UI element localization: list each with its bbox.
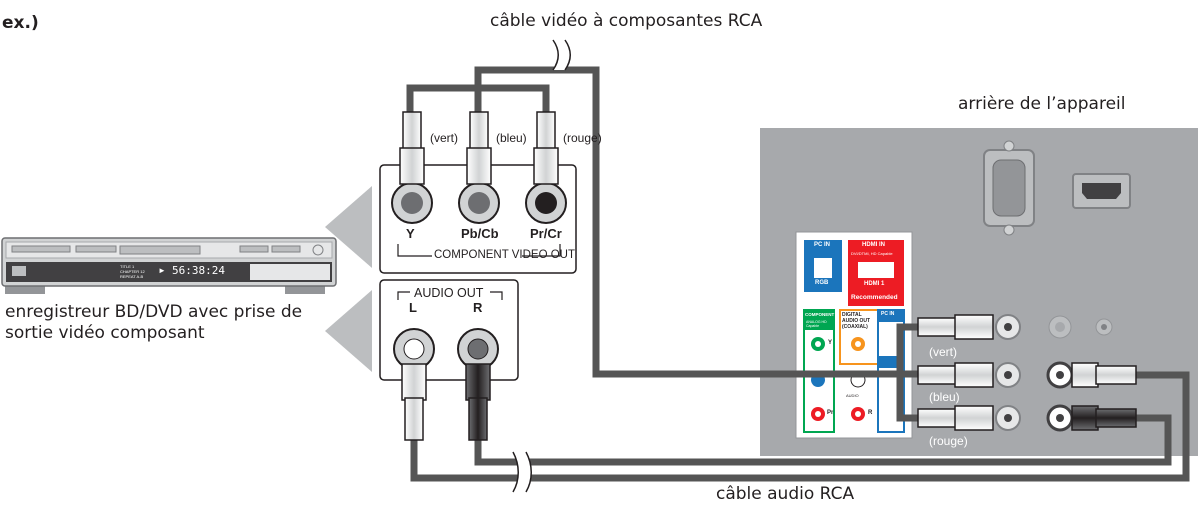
recorder-time: 56:38:24 bbox=[172, 264, 225, 277]
audio-jack-r: R bbox=[473, 300, 483, 315]
component-jacks bbox=[391, 182, 567, 224]
component-cable-label: câble vidéo à composantes RCA bbox=[490, 11, 763, 31]
panel-jack-pr: Pr bbox=[827, 410, 834, 416]
panel-pc-in-audio: PC IN bbox=[881, 311, 895, 317]
corner-text: ex.) bbox=[2, 13, 39, 33]
unit-plug-color-red: (rouge) bbox=[929, 434, 968, 448]
panel-hdmi-sub: DVI/DTMI, HD Capable bbox=[851, 251, 893, 256]
component-plugs bbox=[399, 111, 559, 185]
audio-out-title: AUDIO OUT bbox=[414, 286, 484, 300]
audio-plugs bbox=[401, 363, 491, 441]
audio-cable-label: câble audio RCA bbox=[716, 484, 855, 504]
panel-digital-audio: DIGITAL AUDIO OUT (COAXIAL) bbox=[842, 312, 871, 330]
panel-component-sub: ANALOG HD Capable bbox=[806, 320, 827, 328]
unit-component-plugs bbox=[917, 314, 994, 431]
panel-jack-y: Y bbox=[828, 340, 833, 346]
hdmi-connector bbox=[1072, 173, 1131, 209]
plug-color-blue: (bleu) bbox=[496, 131, 527, 145]
recorder-info-line-1: TITLE 1 bbox=[120, 264, 135, 269]
plug-color-green: (vert) bbox=[430, 131, 458, 145]
recorder-play-icon: ► bbox=[158, 266, 166, 275]
jack-label-pb: Pb/Cb bbox=[461, 226, 499, 241]
unit-rear-label: arrière de l’appareil bbox=[958, 94, 1126, 114]
recorder-label: enregistreur BD/DVD avec prise de sortie… bbox=[5, 302, 303, 343]
recorder-info-line-2: CHAPTER 12 bbox=[120, 269, 145, 274]
bd-dvd-recorder bbox=[1, 237, 337, 294]
panel-jacks bbox=[995, 314, 1113, 432]
jack-label-pr: Pr/Cr bbox=[530, 226, 562, 241]
panel-audio: AUDIO bbox=[846, 393, 859, 398]
component-cable bbox=[406, 66, 920, 422]
panel-rgb: RGB bbox=[815, 280, 829, 286]
component-pointer bbox=[325, 186, 372, 268]
panel-pc-in: PC IN bbox=[814, 242, 831, 248]
component-out-title: COMPONENT VIDEO OUT bbox=[434, 249, 575, 261]
unit-plug-color-green: (vert) bbox=[929, 345, 957, 359]
panel-hdmi1: HDMI 1 bbox=[864, 281, 885, 287]
audio-cable bbox=[410, 371, 1190, 482]
panel-jack-r: R bbox=[868, 410, 873, 416]
unit-audio-plugs bbox=[1071, 362, 1137, 431]
recorder-info-line-3: REPEAT A-B bbox=[120, 274, 144, 279]
audio-jacks bbox=[393, 328, 499, 370]
cable-break-bottom bbox=[512, 451, 532, 493]
panel-component: COMPONENT bbox=[805, 312, 835, 317]
panel-hdmi-in: HDMI IN bbox=[862, 242, 885, 248]
vga-connector bbox=[983, 140, 1035, 236]
unit-plug-color-blue: (bleu) bbox=[929, 390, 960, 404]
cable-break-top bbox=[552, 39, 571, 71]
jack-label-y: Y bbox=[406, 226, 415, 241]
audio-pointer bbox=[325, 290, 372, 372]
audio-jack-l: L bbox=[409, 300, 417, 315]
plug-color-red: (rouge) bbox=[563, 131, 602, 145]
panel-recommended: Recommended bbox=[851, 294, 898, 301]
